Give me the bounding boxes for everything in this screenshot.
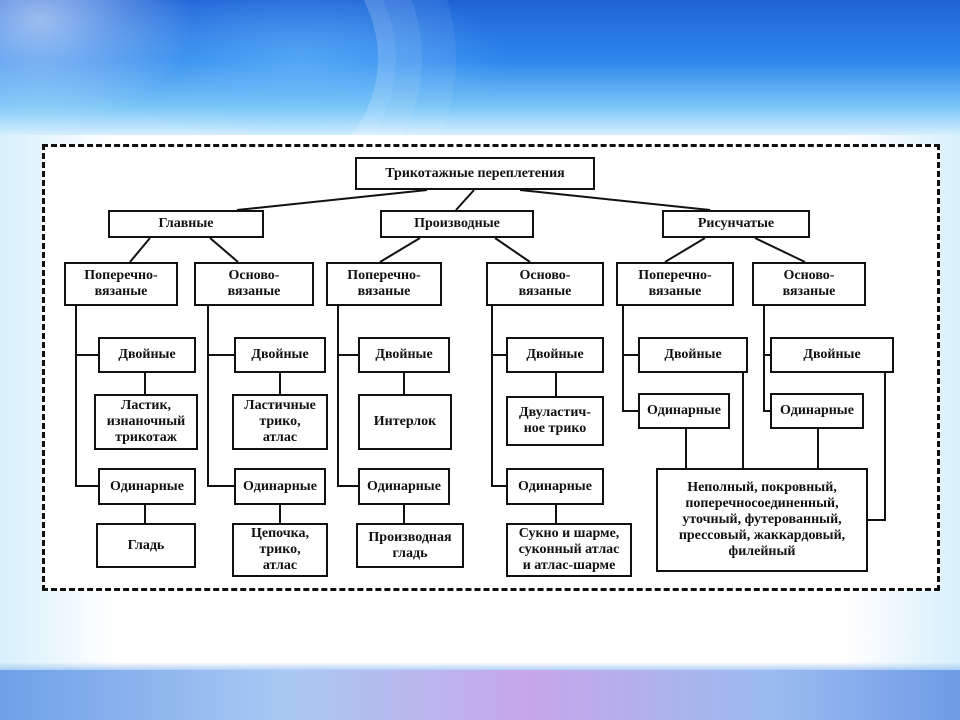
node-b4-dvulastichnoe: Двуластич- ное трико xyxy=(506,396,604,446)
node-b1-odinarnye: Одинарные xyxy=(98,468,196,505)
node-b5-odinarnye: Одинарные xyxy=(638,393,730,429)
node-b4-dvoinye: Двойные xyxy=(506,337,604,373)
node-b3-interlok: Интерлок xyxy=(358,394,452,450)
node-b3-proizvodnaya-glad: Производная гладь xyxy=(356,523,464,568)
node-b6-dvoinye: Двойные xyxy=(770,337,894,373)
node-g2-osnovo: Осново- вязаные xyxy=(486,262,604,306)
node-group-proizvodnye: Производные xyxy=(380,210,534,238)
node-g3-osnovo: Осново- вязаные xyxy=(752,262,866,306)
node-root: Трикотажные переплетения xyxy=(355,157,595,190)
node-b2-lastichnye: Ластичные трико, атлас xyxy=(232,394,328,450)
node-g3-poperechno: Поперечно- вязаные xyxy=(616,262,734,306)
node-b4-sukno: Сукно и шарме, суконный атлас и атлас-ша… xyxy=(506,523,632,577)
background-bottom-banner xyxy=(0,662,960,720)
node-g2-poperechno: Поперечно- вязаные xyxy=(326,262,442,306)
node-risunchatye-shared: Неполный, покровный, поперечносоединенны… xyxy=(656,468,868,572)
background-top-banner xyxy=(0,0,960,236)
node-b5-dvoinye: Двойные xyxy=(638,337,748,373)
node-b3-dvoinye: Двойные xyxy=(358,337,450,373)
node-g1-osnovo: Осново- вязаные xyxy=(194,262,314,306)
node-b3-odinarnye: Одинарные xyxy=(358,468,450,505)
node-b2-dvoinye: Двойные xyxy=(234,337,326,373)
node-g1-poperechno: Поперечно- вязаные xyxy=(64,262,178,306)
node-b6-odinarnye: Одинарные xyxy=(770,393,864,429)
node-b2-odinarnye: Одинарные xyxy=(234,468,326,505)
node-group-risunchatye: Рисунчатые xyxy=(662,210,810,238)
node-b1-glad: Гладь xyxy=(96,523,196,568)
node-group-glavnye: Главные xyxy=(108,210,264,238)
node-b1-dvoinye: Двойные xyxy=(98,337,196,373)
node-b1-lastik: Ластик, изнаночный трикотаж xyxy=(94,394,198,450)
node-b4-odinarnye: Одинарные xyxy=(506,468,604,505)
node-b2-tsepochka: Цепочка, трико, атлас xyxy=(232,523,328,577)
